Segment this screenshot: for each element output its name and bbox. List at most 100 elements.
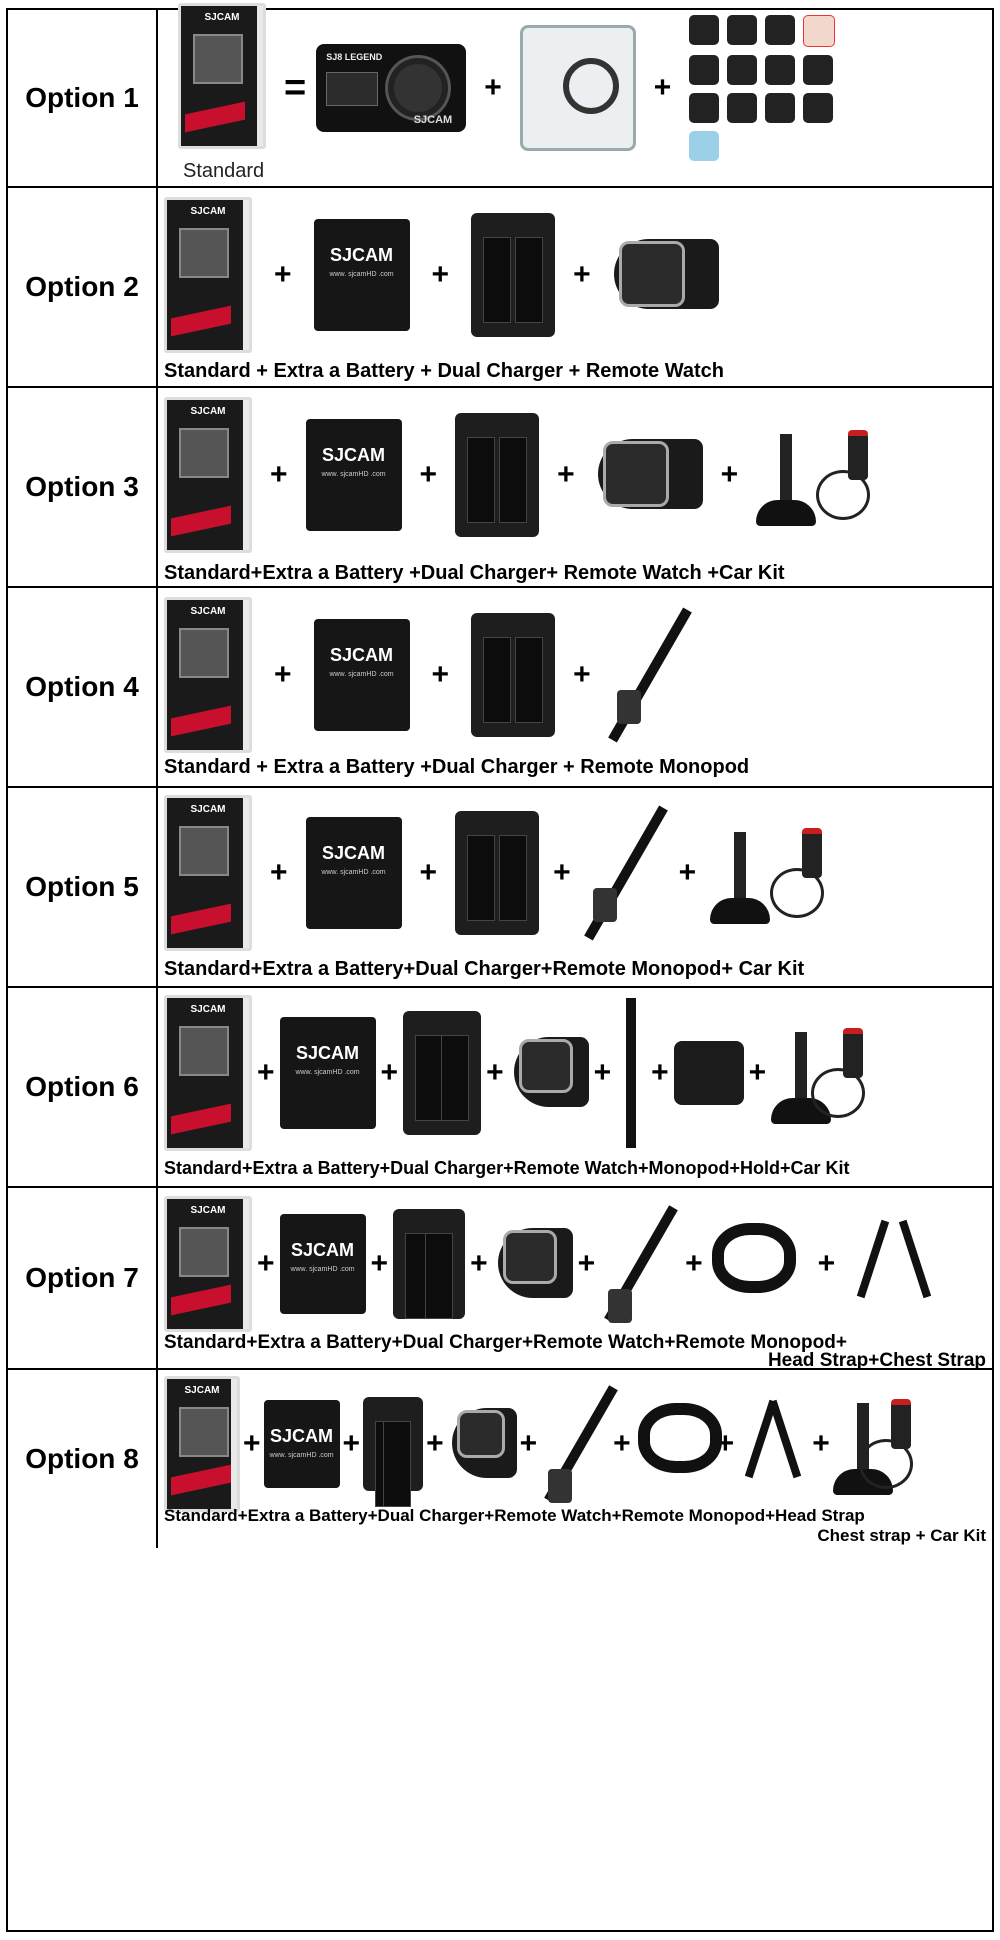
option-label: Option 7 [8,1188,158,1368]
dual-charger-image [363,1397,424,1507]
plus-sign: + [519,1427,538,1460]
battery-logo: SJCAM [296,1043,360,1063]
battery-site: www. sjcamHD .com [269,1452,334,1459]
option-caption: Standard+Extra a Battery +Dual Charger+ … [164,562,785,584]
plus-sign: + [573,258,591,291]
remote-monopod-image [583,798,668,948]
option-label: Option 5 [8,788,158,986]
option-caption: Standard + Extra a Battery +Dual Charger… [164,756,750,778]
option-label: Option 1 [8,10,158,186]
option-caption: Standard + Extra a Battery + Dual Charge… [164,360,724,382]
equals-sign: = [284,66,307,109]
box-brand: SJCAM [190,606,226,617]
battery-logo: SJCAM [322,445,386,465]
standard-package: SJCAM [164,3,274,173]
option-label: Option 2 [8,188,158,386]
box-brand: SJCAM [204,12,240,23]
plus-sign: + [243,1427,261,1460]
dual-charger-image [393,1209,466,1319]
plus-sign: + [812,1427,830,1460]
standard-label: Standard [183,160,265,182]
plus-sign: + [573,658,591,691]
camera-model-text: SJ8 LEGEND [326,52,383,62]
plus-sign: + [274,258,292,291]
battery-site: www. sjcamHD .com [290,1266,355,1273]
battery-site: www. sjcamHD .com [329,671,394,678]
product-box-image: SJCAM [164,1376,240,1512]
option-label: Option 4 [8,588,158,786]
plus-sign: + [557,458,575,491]
product-box-image: SJCAM [164,995,252,1151]
remote-watch-image [493,1208,573,1320]
box-brand: SJCAM [190,804,226,815]
plus-sign: + [613,1427,631,1460]
battery-site: www. sjcamHD .com [321,869,386,876]
product-box-image: SJCAM [164,597,252,753]
plus-sign: + [653,71,672,104]
dual-charger-image [471,613,556,737]
car-kit-image [756,420,876,530]
option-caption: Standard+Extra a Battery+Dual Charger+Re… [164,1158,850,1178]
option-label: Option 3 [8,388,158,586]
option-label: Option 6 [8,988,158,1186]
monopod-image [616,998,646,1148]
plus-sign: + [685,1247,703,1280]
plus-sign: + [593,1056,612,1089]
plus-sign: + [431,258,450,291]
plus-sign: + [380,1056,399,1089]
plus-sign: + [426,1427,444,1460]
product-box-image: SJCAM [164,197,252,353]
remote-watch-image [509,1017,589,1129]
accessories-image [689,15,836,161]
car-kit-image [710,818,830,928]
remote-monopod-image [600,1199,680,1329]
plus-sign: + [651,1056,669,1089]
dual-charger-image [471,213,556,337]
camera-logo-text: SJCAM [413,114,453,126]
box-brand: SJCAM [184,1385,220,1396]
option-row-1: Option 1 SJCAM = SJ8 LEGEND SJCAM + + [8,3,992,188]
plus-sign: + [553,856,571,889]
plus-sign: + [817,1247,836,1280]
option-caption: Standard+Extra a Battery+Dual Charger+Re… [164,1332,847,1353]
option-caption-line2: Head Strap+Chest Strap [767,1350,986,1371]
dual-charger-image [455,811,540,935]
plus-sign: + [431,658,450,691]
plus-sign: + [270,856,288,889]
dual-charger-image [455,413,540,537]
product-box-image: SJCAM [164,795,252,951]
holder-image [673,1041,744,1105]
car-kit-image [832,1389,919,1499]
dual-charger-image [403,1011,482,1135]
waterproof-housing-image [519,25,636,151]
box-brand: SJCAM [190,406,226,417]
head-strap-image [634,1399,722,1489]
product-box-image: SJCAM [164,1196,252,1332]
chest-strap-image [737,1399,809,1489]
plus-sign: + [577,1247,596,1280]
battery-site: www. sjcamHD .com [329,271,394,278]
product-box-image: SJCAM [164,397,252,553]
option-content: SJCAM = SJ8 LEGEND SJCAM + + [158,3,992,186]
camera-image: SJ8 LEGEND SJCAM [316,44,467,132]
option-label: Option 8 [8,1370,158,1548]
remote-monopod-image [540,1379,618,1509]
